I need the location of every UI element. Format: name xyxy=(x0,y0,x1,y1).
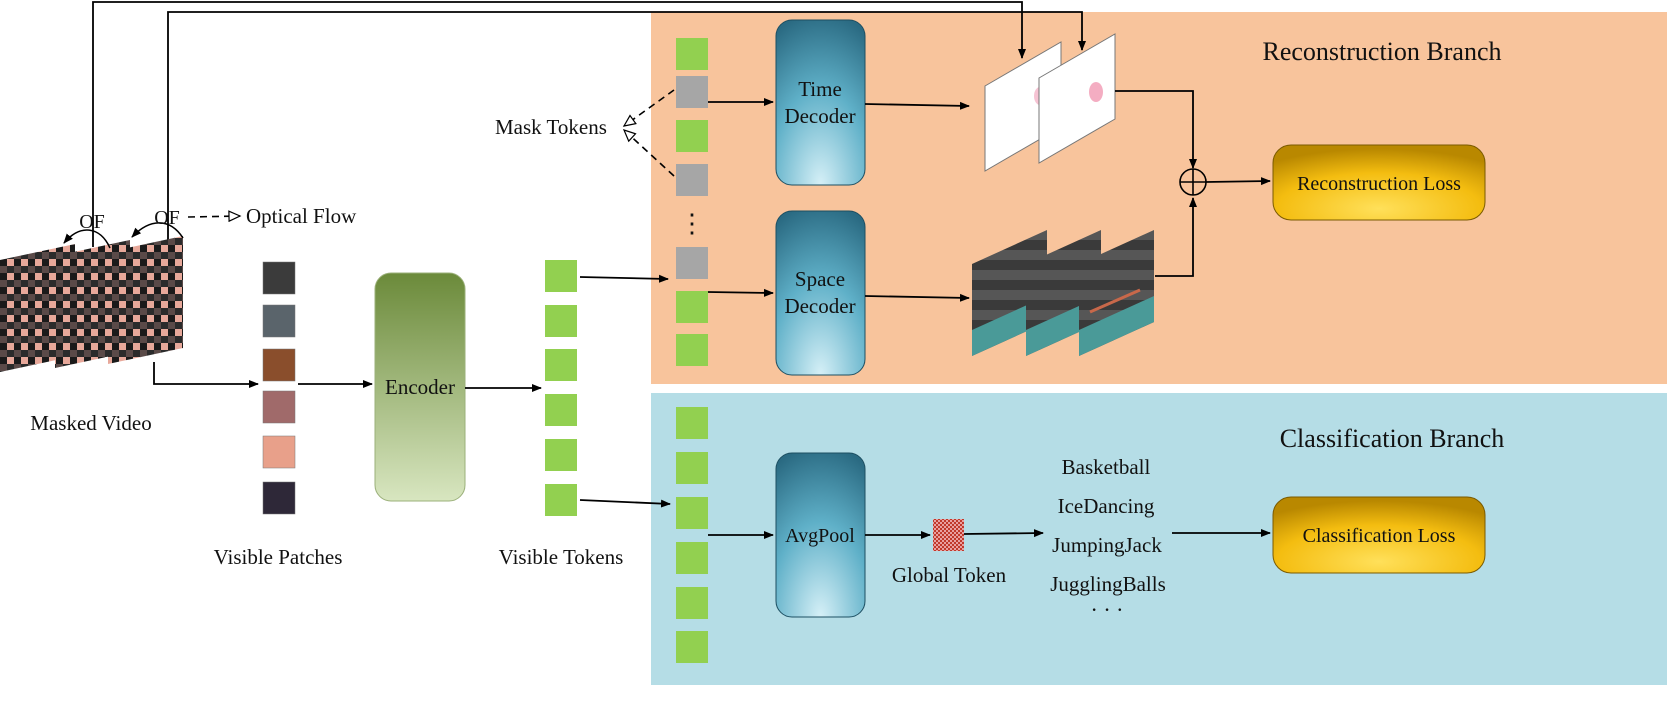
global-token xyxy=(933,519,964,551)
optical-flow-label: Optical Flow xyxy=(246,204,357,228)
global-to-classes-arrow xyxy=(963,529,1044,538)
sum-node xyxy=(1115,90,1271,277)
mask-token-pointers xyxy=(622,89,675,177)
of-label-2: OF xyxy=(154,207,180,229)
time-decoder-label-2: Decoder xyxy=(784,104,855,128)
mask-token xyxy=(676,164,708,196)
flow-output-frames xyxy=(984,33,1116,172)
patch-5 xyxy=(262,435,296,469)
reconstruction-token-column xyxy=(676,38,708,366)
mask-token xyxy=(676,247,708,279)
visible-tokens-label: Visible Tokens xyxy=(499,545,624,569)
encoder-label: Encoder xyxy=(385,375,455,399)
visible-token xyxy=(676,38,708,70)
optical-flow-loop-lines xyxy=(92,1,1086,247)
reconstruction-branch-title: Reconstruction Branch xyxy=(1263,37,1502,66)
tokens-to-reconstruction-arrow xyxy=(579,274,669,283)
tokens-to-classification-arrow xyxy=(579,499,671,508)
time-decoder-block xyxy=(775,19,866,186)
class-ellipsis: · · · xyxy=(1091,597,1124,622)
space-decoder-out-arrow xyxy=(864,293,970,302)
mask-tokens-label: Mask Tokens xyxy=(495,115,607,139)
time-decoder-label-1: Time xyxy=(798,77,842,101)
mask-token xyxy=(676,76,708,108)
class-jugglingballs: JugglingBalls xyxy=(1050,572,1166,596)
reconstructed-frames xyxy=(972,230,1154,356)
of-arcs xyxy=(63,222,184,249)
of-label-1: OF xyxy=(79,211,105,233)
space-decoder-label-1: Space xyxy=(795,267,845,291)
video-to-patches-arrow xyxy=(153,362,259,388)
global-token-label: Global Token xyxy=(892,563,1007,587)
masked-video-label: Masked Video xyxy=(30,411,151,435)
avgpool-label: AvgPool xyxy=(785,525,855,547)
classification-branch-title: Classification Branch xyxy=(1280,424,1505,453)
patch-3 xyxy=(262,348,296,382)
visible-token xyxy=(676,120,708,152)
classification-loss-block xyxy=(1272,496,1486,574)
visible-token xyxy=(676,334,708,366)
class-jumpingjack: JumpingJack xyxy=(1052,533,1162,557)
visible-patches-label: Visible Patches xyxy=(214,545,343,569)
patch-1 xyxy=(262,261,296,295)
visible-patches xyxy=(262,261,296,515)
visible-token xyxy=(676,291,708,323)
reconstruction-loss-label: Reconstruction Loss xyxy=(1297,173,1461,195)
reconstruction-loss-block xyxy=(1272,144,1486,221)
masked-video-frames xyxy=(0,236,183,372)
encoder-block xyxy=(374,272,466,502)
classification-token-column xyxy=(676,407,708,663)
space-decoder-label-2: Decoder xyxy=(784,294,855,318)
token-ellipsis: ⋮ xyxy=(679,209,705,238)
patch-2 xyxy=(262,304,296,338)
patch-4 xyxy=(262,390,296,424)
space-decoder-block xyxy=(775,210,866,376)
patch-6 xyxy=(262,481,296,515)
class-icedancing: IceDancing xyxy=(1058,494,1155,518)
to-space-decoder-arrow xyxy=(707,288,774,297)
visible-tokens xyxy=(545,260,577,516)
classification-loss-label: Classification Loss xyxy=(1303,525,1456,547)
time-decoder-out-arrow xyxy=(864,101,970,110)
optical-flow-arrow xyxy=(187,210,242,223)
class-basketball: Basketball xyxy=(1062,455,1151,479)
